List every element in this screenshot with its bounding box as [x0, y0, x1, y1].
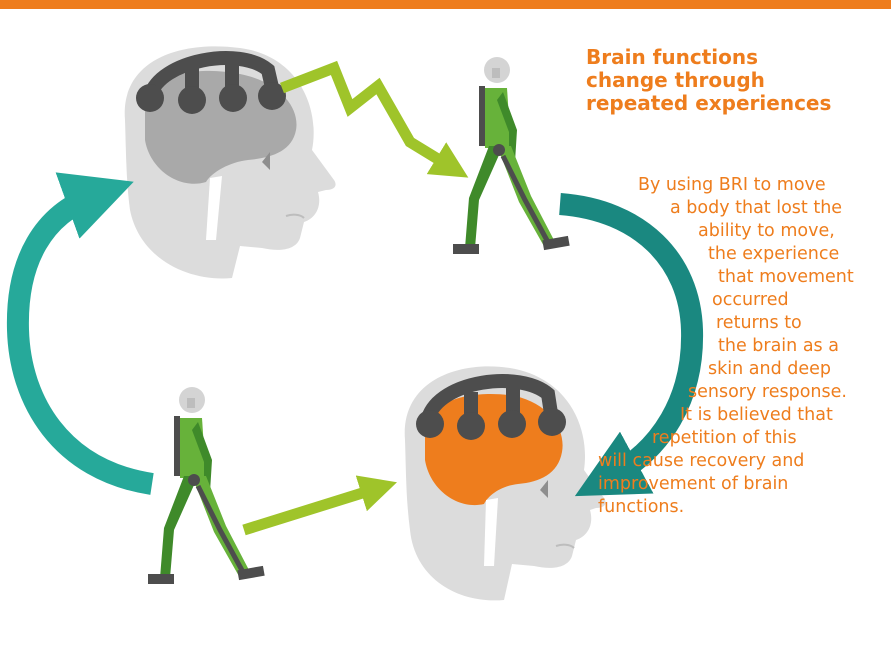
- title-line: repeated experiences: [586, 91, 832, 115]
- description-line: By using BRI to move: [638, 175, 826, 195]
- cycle-arrow-left-icon: [6, 172, 154, 495]
- zigzag-arrow-icon: [280, 60, 469, 178]
- description-line: repetition of this: [652, 428, 797, 448]
- description-line: a body that lost the: [670, 198, 843, 218]
- head-icon-bottom: [404, 366, 606, 601]
- title-line: change through: [586, 68, 765, 92]
- description-line: returns to: [716, 313, 802, 333]
- description-line: sensory response.: [688, 382, 847, 402]
- forward-arrow-icon: [242, 475, 397, 536]
- description-line: functions.: [598, 497, 685, 517]
- description-line: that movement: [718, 267, 854, 287]
- description-line: the experience: [708, 244, 840, 264]
- head-icon-top: [124, 46, 336, 279]
- description-line: the brain as a: [718, 336, 839, 356]
- description-line: skin and deep: [708, 359, 832, 379]
- diagram-title: Brain functions change through repeated …: [586, 46, 886, 115]
- description-line: ability to move,: [698, 221, 835, 241]
- description-line: It is believed that: [680, 405, 833, 425]
- diagram-description: By using BRI to move a body that lost th…: [560, 174, 890, 519]
- walker-icon-top: [453, 57, 570, 254]
- description-line: improvement of brain: [598, 474, 789, 494]
- walker-icon-bottom: [148, 387, 265, 584]
- title-line: Brain functions: [586, 45, 758, 69]
- description-line: occurred: [712, 290, 789, 310]
- cycle-arrow-right-icon: [558, 193, 704, 497]
- description-line: will cause recovery and: [598, 451, 805, 471]
- top-accent-bar: [0, 0, 891, 9]
